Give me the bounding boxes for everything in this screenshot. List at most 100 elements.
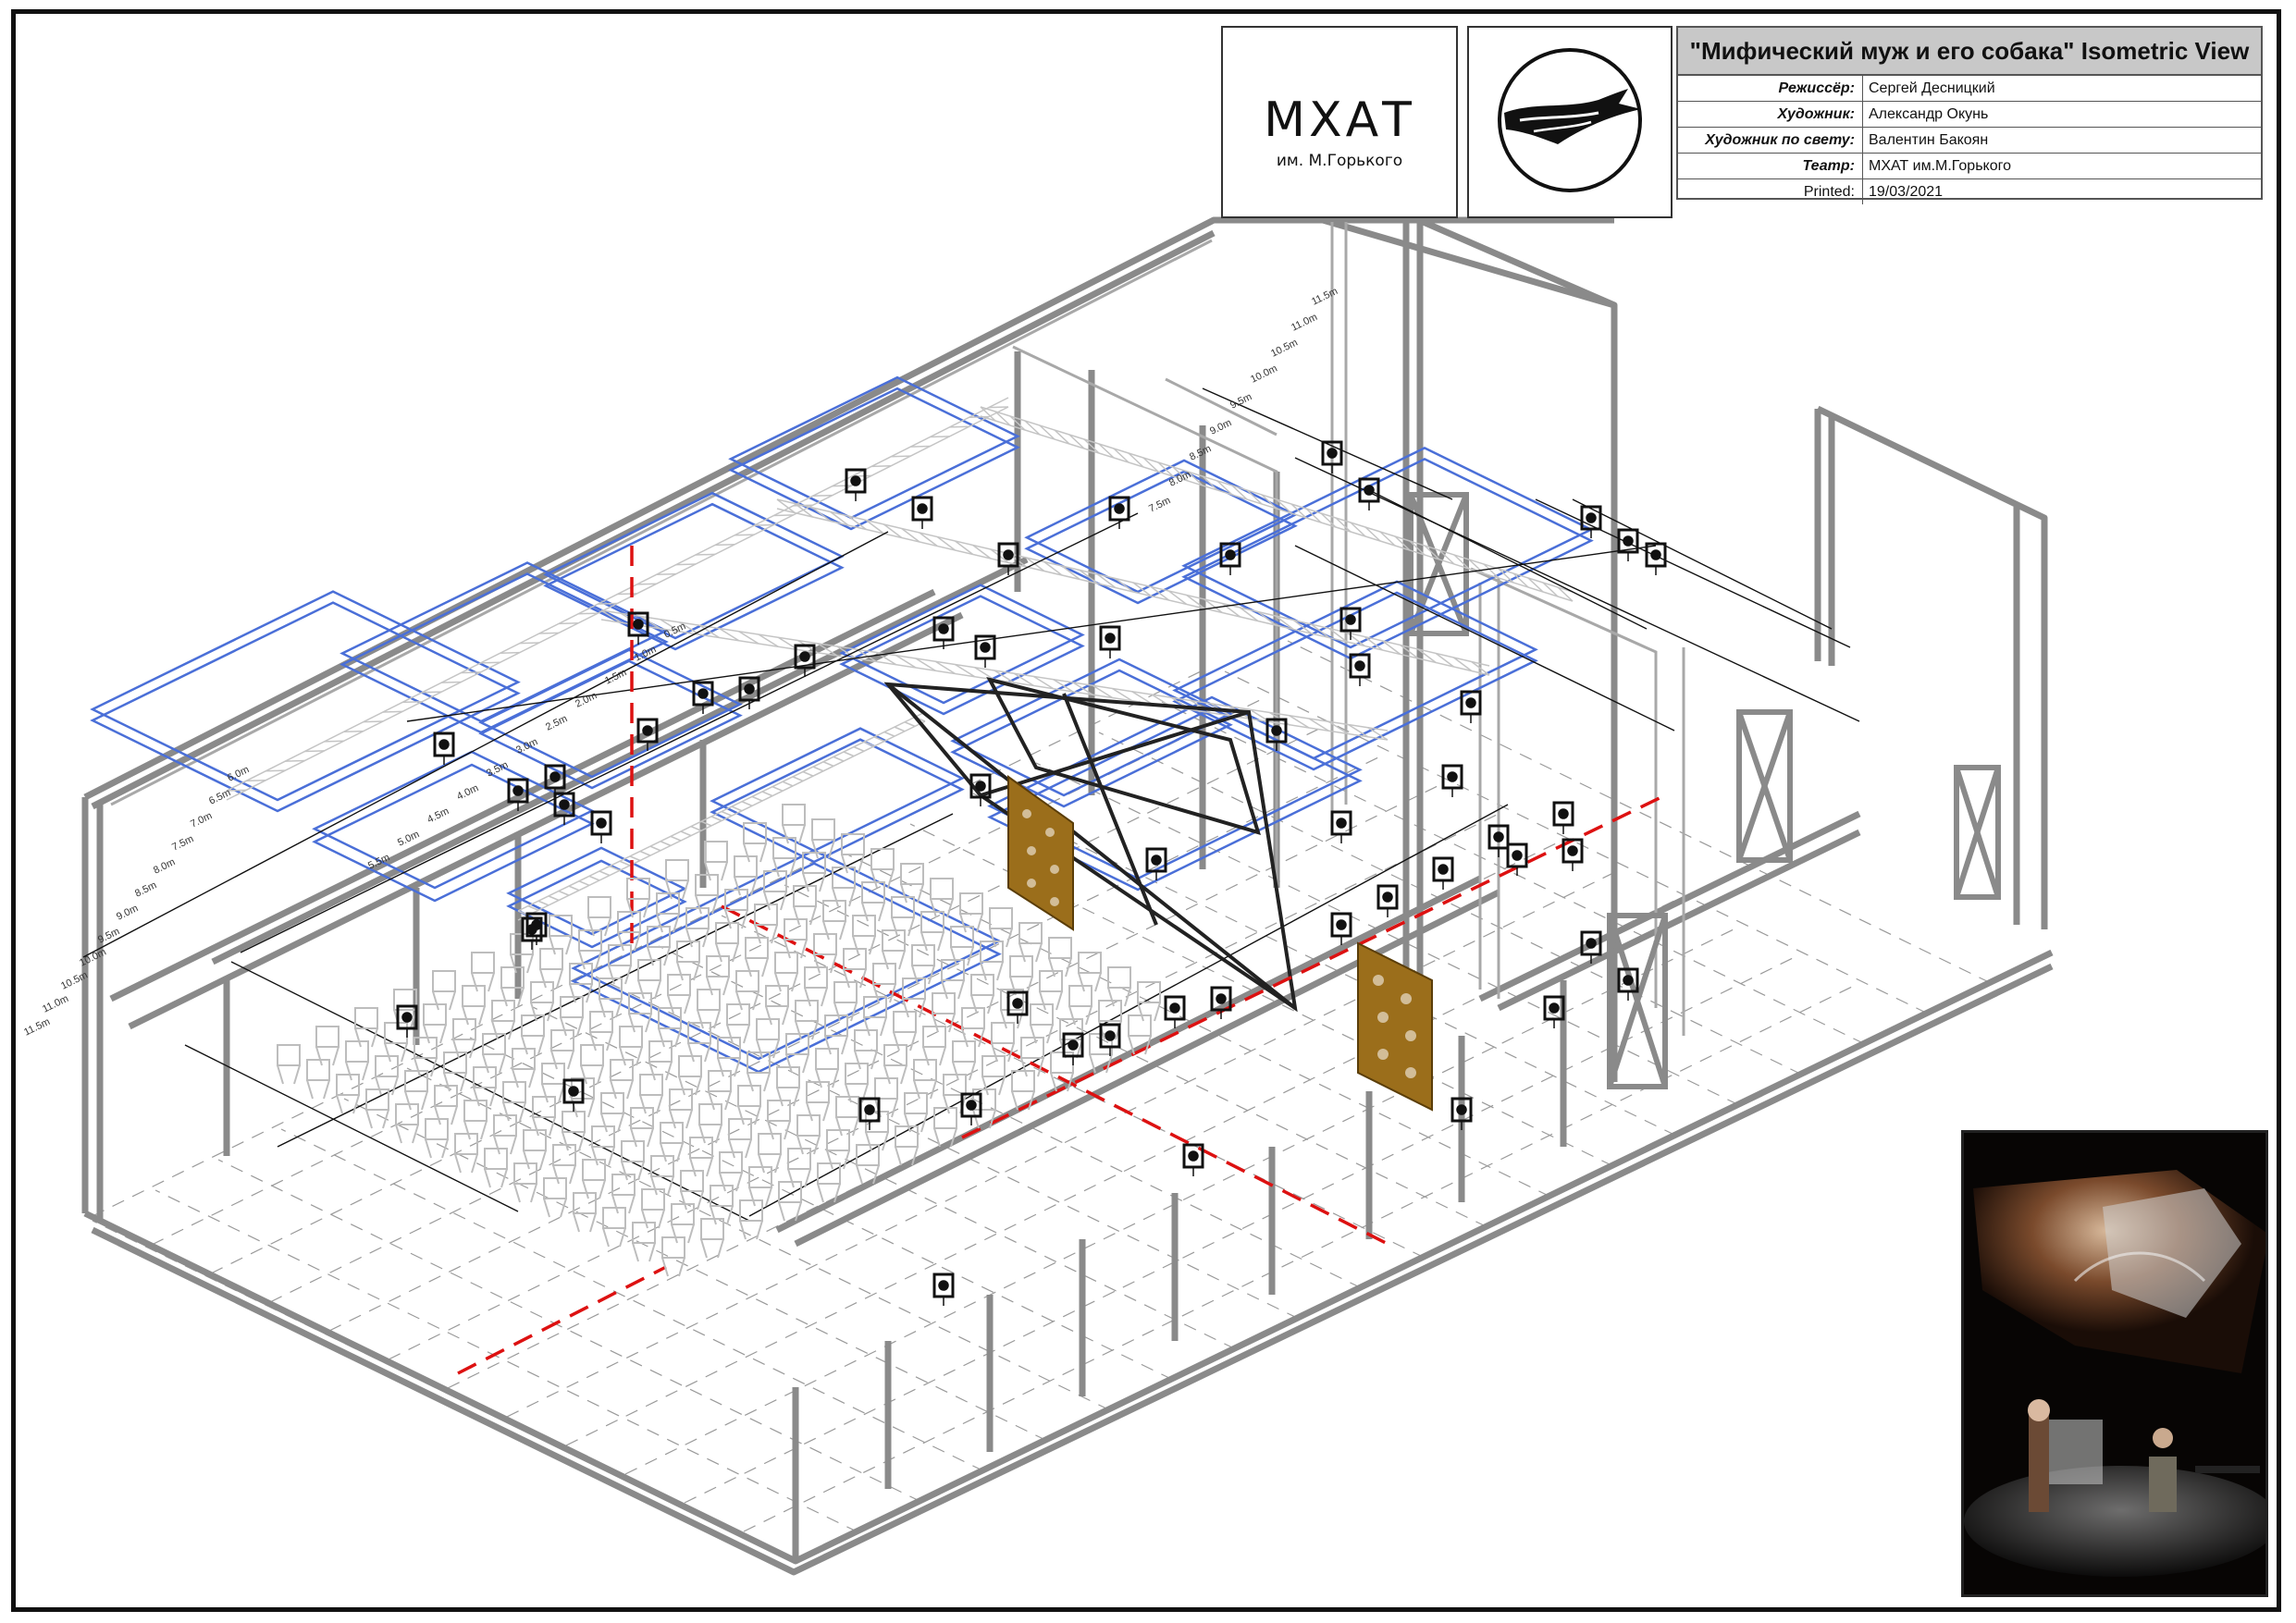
seat-leg <box>822 920 830 941</box>
truss-brace <box>773 514 794 517</box>
truss-brace <box>1115 577 1134 593</box>
seat <box>513 1162 537 1185</box>
truss-brace <box>649 845 661 852</box>
seat-leg <box>869 935 876 955</box>
seat-leg <box>902 998 909 1018</box>
truss-brace <box>822 761 834 768</box>
lighting-fixture-lens <box>401 1012 413 1023</box>
truss-brace <box>500 651 520 654</box>
seat-leg <box>735 990 743 1011</box>
truss-brace <box>836 646 858 659</box>
grid-line <box>743 985 1855 1532</box>
seat-leg <box>384 1042 391 1063</box>
seat-leg <box>900 883 907 904</box>
seat-leg <box>648 1061 656 1081</box>
truss-brace <box>568 885 580 891</box>
truss-brace <box>1471 660 1490 676</box>
seat-leg <box>907 916 915 937</box>
seat-leg <box>745 957 752 977</box>
lighting-fixture-lens <box>744 683 755 695</box>
seat <box>617 911 641 933</box>
truss-brace <box>817 643 838 657</box>
seat <box>843 948 867 970</box>
seat-leg <box>656 1094 663 1114</box>
truss-brace <box>751 795 763 802</box>
seat <box>824 1014 848 1037</box>
seat-leg <box>1078 972 1085 992</box>
seat-leg <box>658 1209 665 1229</box>
seat-leg <box>743 842 750 863</box>
truss-brace <box>1308 718 1329 732</box>
seat-leg <box>774 1153 782 1174</box>
seat <box>1048 937 1072 959</box>
truss-brace <box>1026 557 1045 572</box>
seat-leg <box>882 1131 889 1151</box>
seat-leg <box>726 1024 734 1044</box>
dimension-label: 10.0m <box>1249 363 1279 386</box>
title-block-row: Театр: МХАТ им.М.Горького <box>1678 154 2261 179</box>
seat-leg <box>943 1094 950 1114</box>
truss-brace <box>1092 684 1113 699</box>
seat-leg <box>451 1105 458 1125</box>
seat-leg <box>880 1016 887 1037</box>
seat-leg <box>780 891 787 911</box>
seat-leg <box>784 1120 791 1140</box>
seat-leg <box>521 1035 528 1055</box>
seat <box>845 1063 869 1085</box>
seat-leg <box>569 1164 576 1185</box>
seat-leg <box>1007 1042 1015 1063</box>
truss-brace <box>1367 727 1389 741</box>
lighting-designer-label: Художник по свету: <box>1678 128 1863 153</box>
seat <box>748 1166 772 1188</box>
truss-brace <box>1033 675 1055 690</box>
seat-leg <box>439 1024 447 1044</box>
seat-leg <box>587 916 595 937</box>
seat-leg <box>608 965 615 985</box>
seat-leg <box>704 861 711 881</box>
stage-platform <box>839 595 1085 716</box>
seat-leg <box>512 1068 519 1088</box>
lighting-fixture-lens <box>938 1280 949 1291</box>
truss-brace <box>754 523 774 526</box>
seat-leg <box>858 854 865 874</box>
seat-leg <box>1124 987 1131 1007</box>
seat-leg <box>937 931 944 952</box>
dimension-label: 11.5m <box>1310 286 1339 308</box>
lighting-fixture-lens <box>1105 1030 1116 1041</box>
truss-brace <box>629 855 641 862</box>
seat <box>930 878 954 900</box>
truss-brace <box>690 825 702 831</box>
seat-leg <box>500 987 508 1007</box>
seat-leg <box>778 1201 785 1222</box>
seat <box>861 881 885 904</box>
seat-leg <box>1107 987 1115 1007</box>
seat-leg <box>611 1194 619 1214</box>
seat <box>619 1026 643 1048</box>
dimension-label: 7.0m <box>189 810 214 830</box>
seat-leg <box>952 1061 959 1081</box>
lighting-fixture-lens <box>1465 697 1476 708</box>
seat <box>776 1066 800 1088</box>
truss-brace <box>853 745 865 752</box>
seat-leg <box>756 1039 763 1059</box>
truss-brace <box>639 850 651 856</box>
seat-leg <box>687 1042 695 1063</box>
seat <box>482 1033 506 1055</box>
seat-leg <box>795 1201 802 1222</box>
lighting-fixture-lens <box>1493 831 1504 842</box>
production-photo <box>1961 1130 2268 1597</box>
truss-brace <box>588 875 600 881</box>
seat-leg <box>462 1005 469 1026</box>
seat-leg <box>817 1183 824 1203</box>
theatre-value: МХАТ им.М.Горького <box>1869 158 2011 174</box>
seat-leg <box>972 1109 980 1129</box>
seat-leg <box>656 913 663 933</box>
grid-line <box>328 784 1440 1332</box>
truss-brace <box>1172 466 1189 482</box>
truss-brace <box>660 841 672 847</box>
seat-leg <box>365 1109 373 1129</box>
seat-leg <box>599 1179 606 1199</box>
seat-leg <box>425 1138 432 1159</box>
seat-leg <box>750 876 758 896</box>
seat-leg <box>928 965 935 985</box>
